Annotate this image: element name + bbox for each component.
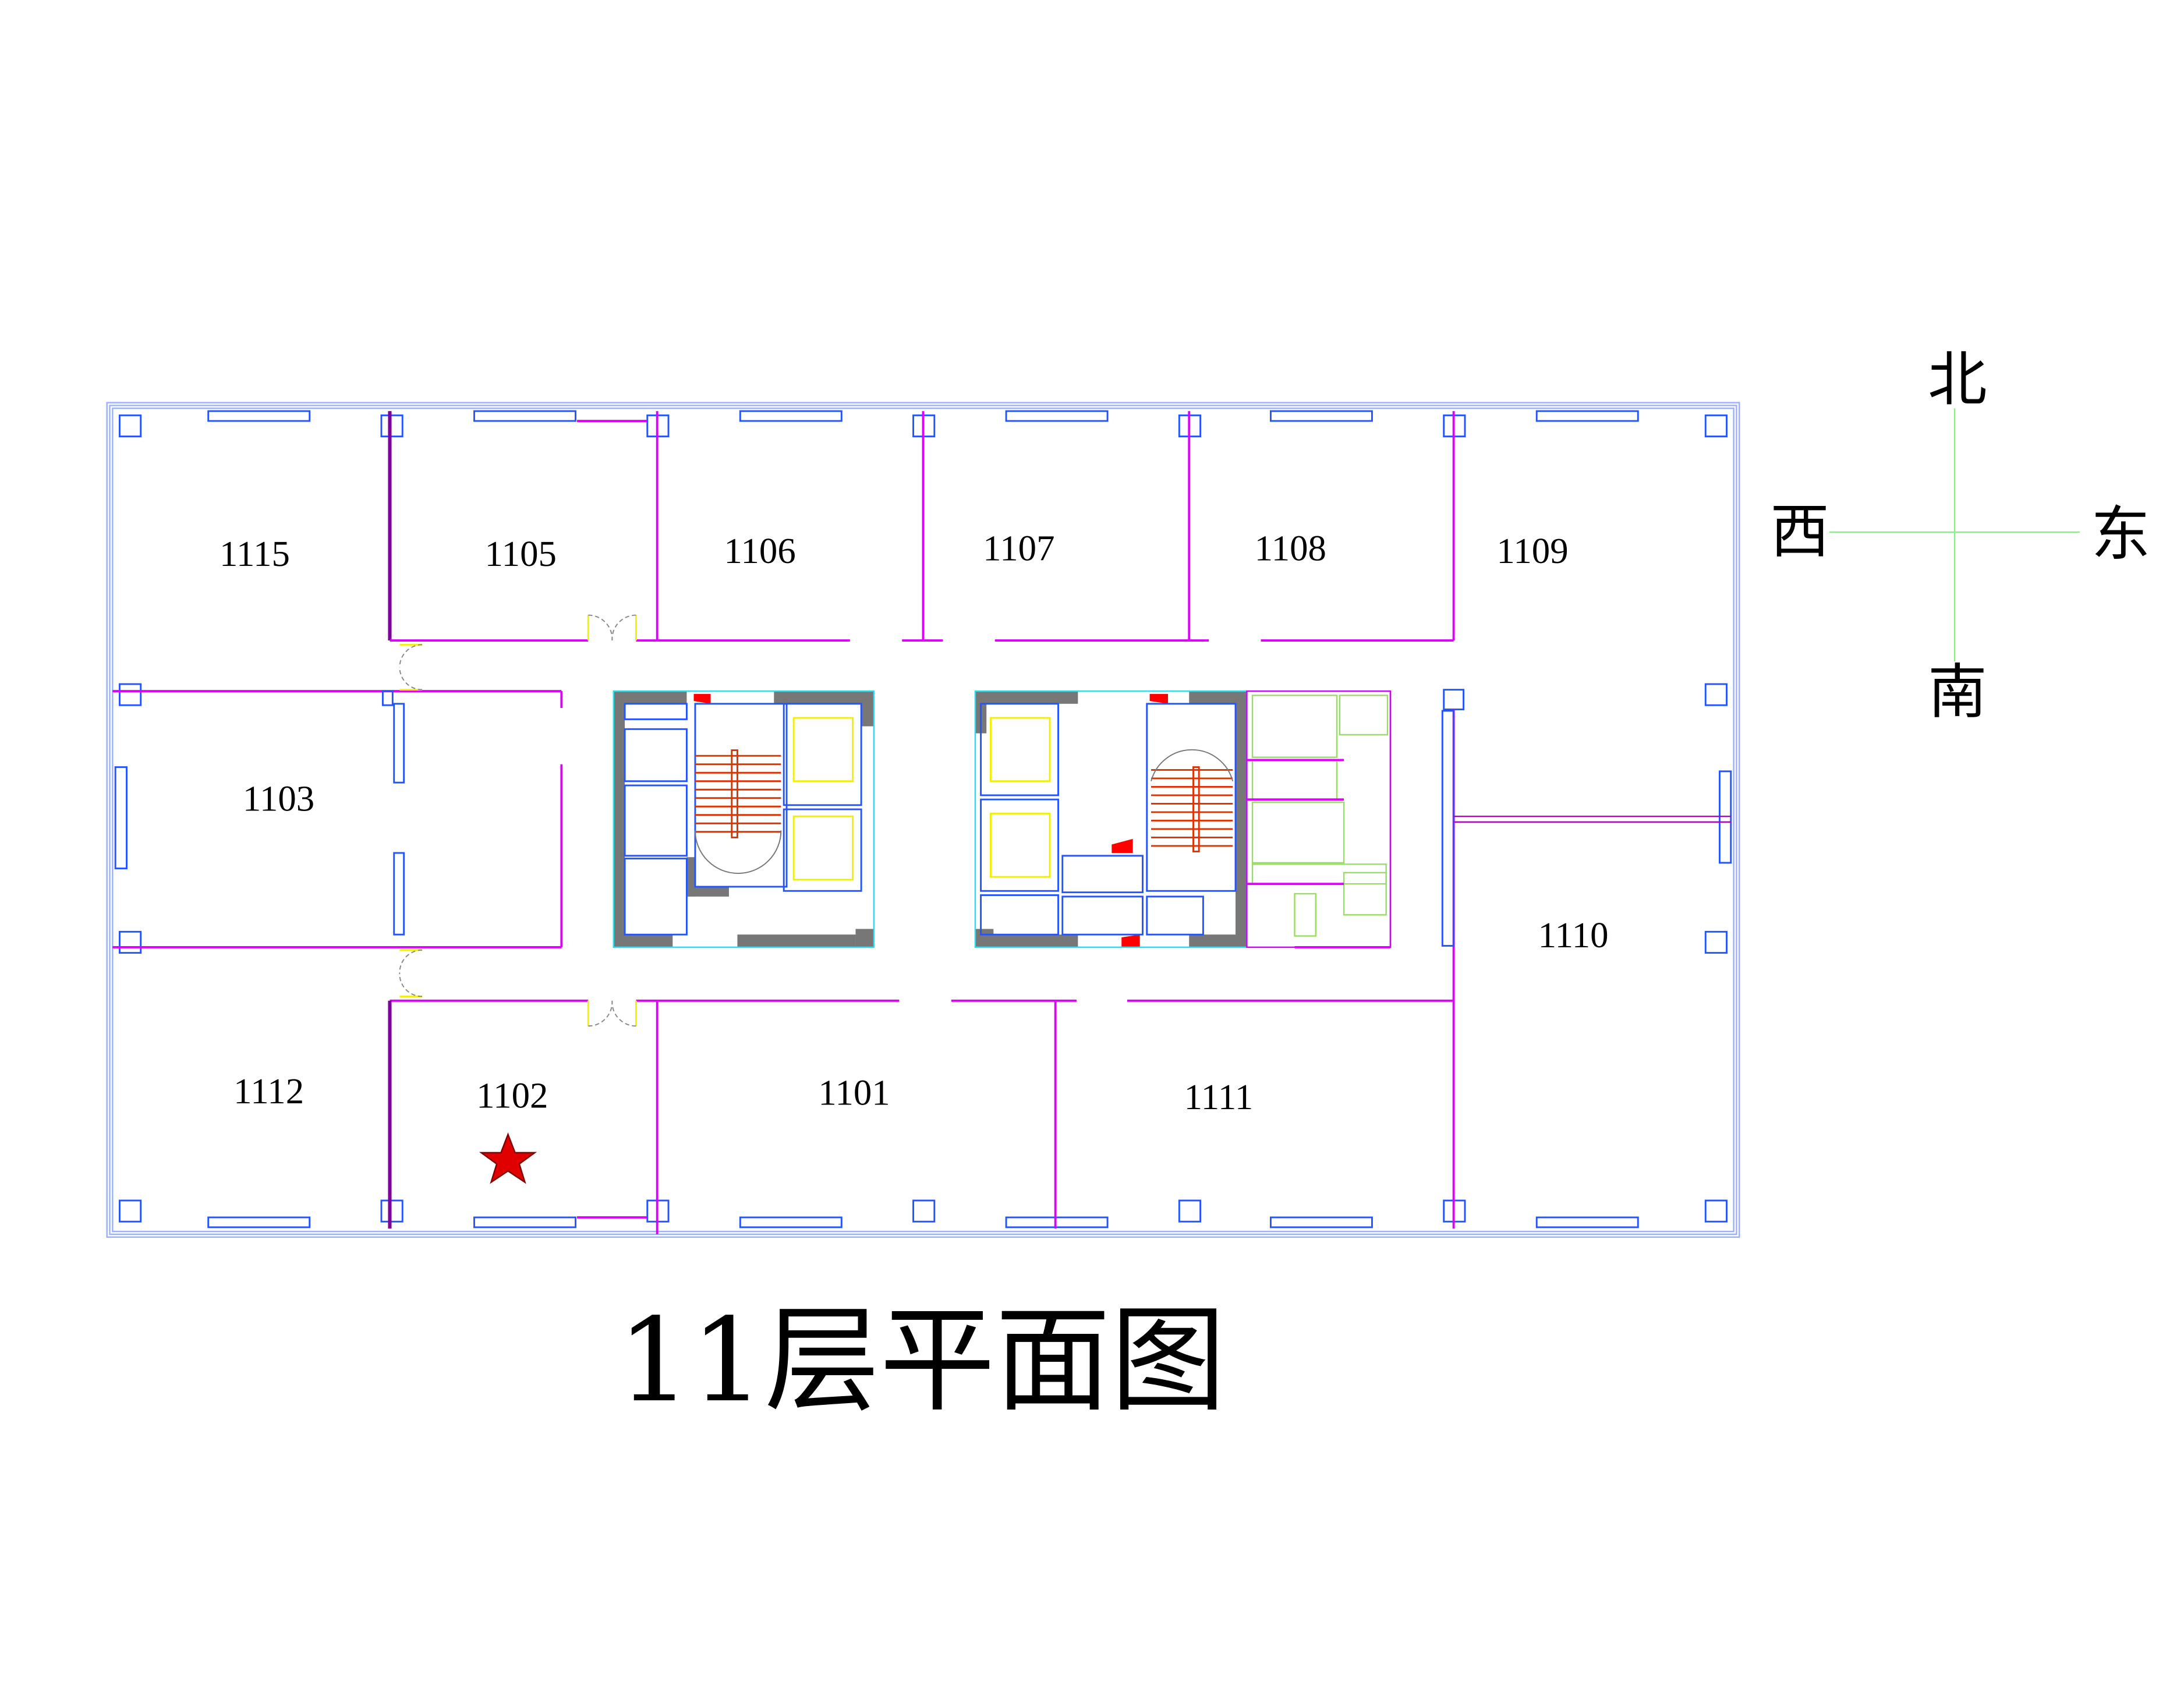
- room-label-1102: 1102: [476, 1075, 548, 1116]
- doors: [399, 614, 637, 1027]
- compass: 北 西 东 南: [1770, 345, 2150, 727]
- room-label-1115: 1115: [220, 533, 290, 574]
- room-label-1103: 1103: [243, 778, 314, 819]
- room-label-1109: 1109: [1496, 530, 1568, 571]
- building-outline: [106, 402, 1740, 1238]
- room-labels: 1115 1105 1106 1107 1108 1109 1103 1110 …: [220, 527, 1609, 1117]
- core-west: [613, 690, 875, 948]
- room-label-1105: 1105: [485, 533, 557, 574]
- restrooms: [1246, 690, 1392, 948]
- core-east: [974, 690, 1248, 948]
- room-label-1110: 1110: [1538, 915, 1609, 955]
- partition-walls: [112, 411, 1731, 1234]
- room-label-1108: 1108: [1255, 527, 1326, 568]
- compass-west-label: 西: [1770, 497, 1829, 566]
- room-label-1106: 1106: [724, 530, 795, 571]
- compass-east-label: 东: [2091, 500, 2150, 569]
- room-label-1101: 1101: [818, 1072, 890, 1113]
- room-label-1111: 1111: [1184, 1077, 1254, 1117]
- compass-north-label: 北: [1928, 345, 1987, 414]
- star-icon: [479, 1132, 537, 1184]
- room-label-1107: 1107: [983, 527, 1054, 568]
- compass-south-label: 南: [1928, 657, 1987, 726]
- room-label-1112: 1112: [233, 1071, 304, 1111]
- plan-title: 11层平面图: [618, 1293, 1226, 1428]
